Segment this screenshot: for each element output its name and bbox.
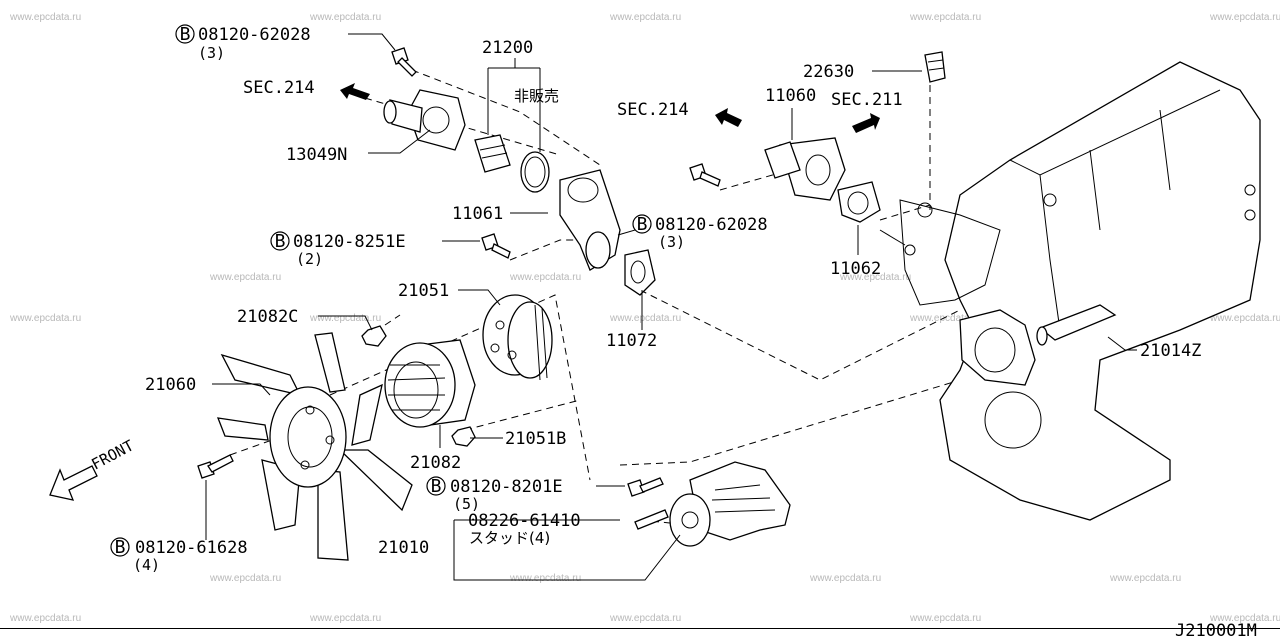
direction-arrows — [340, 83, 880, 133]
watermark: www.epcdata.ru — [209, 573, 281, 584]
engine-block — [879, 61, 1261, 521]
thermostat-housing-11061 — [559, 169, 621, 271]
label-stud-08226-61410: 08226-61410 — [468, 511, 581, 531]
label-bolt-08120-8251e: 08120-8251E — [293, 232, 406, 252]
watermark: www.epcdata.ru — [509, 573, 581, 584]
gasket-11072 — [624, 249, 656, 296]
water-inlet-13049n — [383, 89, 466, 151]
footer-rule — [0, 628, 1280, 641]
label-qty: (2) — [296, 250, 323, 268]
label-21082: 21082 — [410, 453, 461, 473]
label-21051: 21051 — [398, 281, 449, 301]
watermark: www.epcdata.ru — [909, 12, 981, 23]
label-21200: 21200 — [482, 38, 533, 58]
watermark: www.epcdata.ru — [309, 313, 381, 324]
arrow-icon — [340, 83, 370, 100]
bolt-marker: B — [637, 214, 648, 235]
watermark: www.epcdata.ru — [209, 272, 281, 283]
label-21051b: 21051B — [505, 429, 566, 449]
water-outlet-11060 — [764, 137, 846, 201]
front-direction-marker: FRONT — [49, 436, 137, 501]
label-bolt-08120-62028-top: 08120-62028 — [198, 25, 311, 45]
leader-lines — [205, 33, 1137, 581]
label-11072: 11072 — [606, 331, 657, 351]
front-arrow-icon — [49, 465, 98, 501]
label-21082c: 21082C — [237, 307, 298, 327]
label-not-for-sale: 非販売 — [514, 87, 559, 105]
label-13049n: 13049N — [286, 145, 347, 165]
label-bolt-08120-62028-mid: 08120-62028 — [655, 215, 768, 235]
watermark: www.epcdata.ru — [609, 313, 681, 324]
watermark: www.epcdata.ru — [1209, 12, 1280, 23]
bolts — [197, 47, 721, 530]
watermark: www.epcdata.ru — [909, 313, 981, 324]
arrow-icon — [852, 113, 880, 133]
fan-21060 — [216, 332, 413, 561]
watermark: www.epcdata.ru — [609, 12, 681, 23]
watermark: www.epcdata.ru — [9, 613, 81, 624]
watermark: www.epcdata.ru — [309, 613, 381, 624]
label-22630: 22630 — [803, 62, 854, 82]
watermark: www.epcdata.ru — [609, 613, 681, 624]
fan-coupling-21082 — [384, 339, 476, 428]
water-pump-21010 — [669, 461, 791, 547]
sensor-22630 — [924, 51, 946, 83]
label-stud-desc: スタッド(4) — [469, 529, 550, 547]
watermark: www.epcdata.ru — [9, 12, 81, 23]
watermark: www.epcdata.ru — [1109, 573, 1181, 584]
label-21010: 21010 — [378, 538, 429, 558]
label-11062: 11062 — [830, 259, 881, 279]
watermark: www.epcdata.ru — [1209, 313, 1280, 324]
hose-21014z — [1036, 304, 1117, 346]
bolt-marker: B — [431, 476, 442, 497]
watermark: www.epcdata.ru — [839, 272, 911, 283]
label-sec214-right: SEC.214 — [617, 100, 689, 120]
bolt-marker: B — [275, 231, 286, 252]
engine-pump-mount — [959, 309, 1036, 386]
watermark: www.epcdata.ru — [509, 272, 581, 283]
arrow-icon — [715, 108, 742, 127]
watermarks: www.epcdata.ru www.epcdata.ru www.epcdat… — [9, 12, 1280, 624]
label-sec211: SEC.211 — [831, 90, 903, 110]
gasket-11062 — [837, 181, 881, 223]
watermark: www.epcdata.ru — [309, 12, 381, 23]
front-label: FRONT — [88, 436, 136, 473]
watermark: www.epcdata.ru — [909, 613, 981, 624]
label-qty: (3) — [198, 44, 225, 62]
label-bolt-08120-8201e: 08120-8201E — [450, 477, 563, 497]
label-21014z: 21014Z — [1140, 341, 1201, 361]
label-11060: 11060 — [765, 86, 816, 106]
label-sec214-left: SEC.214 — [243, 78, 315, 98]
label-11061: 11061 — [452, 204, 503, 224]
label-qty: (4) — [133, 556, 160, 574]
part-labels: 08120-62028 (3) 21200 非販売 SEC.214 13049N… — [133, 25, 1201, 574]
label-21060: 21060 — [145, 375, 196, 395]
watermark: www.epcdata.ru — [809, 573, 881, 584]
pulley-21051 — [482, 294, 553, 381]
diagram-code: J210001M — [1175, 621, 1257, 640]
watermark: www.epcdata.ru — [9, 313, 81, 324]
watermark: www.epcdata.ru — [1209, 613, 1280, 624]
label-qty: (5) — [453, 495, 480, 513]
label-bolt-08120-61628: 08120-61628 — [135, 538, 248, 558]
bolt-markers: B B B B B — [110, 24, 652, 558]
bolt-marker: B — [180, 24, 191, 45]
label-qty: (3) — [658, 233, 685, 251]
nuts — [361, 325, 476, 447]
thermostat-21200 — [474, 134, 550, 193]
bolt-marker: B — [115, 537, 126, 558]
